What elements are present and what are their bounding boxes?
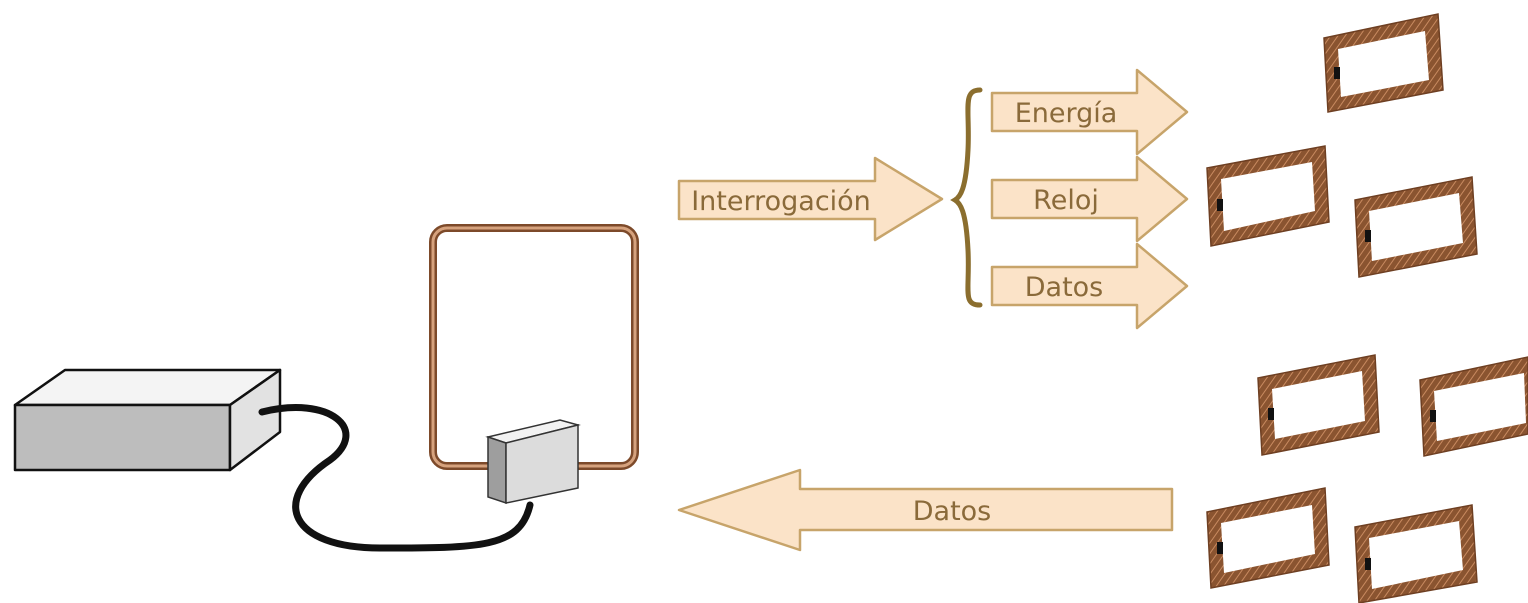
reader-front-face (13, 403, 232, 472)
rfid-tag (1206, 145, 1330, 247)
rfid-tag (1354, 176, 1478, 278)
energy-arrow: Energía (990, 68, 1189, 156)
rfid-tag (1323, 13, 1444, 113)
rfid-tag (1354, 504, 1478, 603)
clock-arrow: Reloj (990, 155, 1189, 243)
rfid-tag (1206, 487, 1330, 589)
energy-label: Energía (1015, 98, 1118, 129)
rfid-tag (1419, 356, 1528, 457)
data-return-arrow: Datos (677, 468, 1174, 552)
rfid-tag (1257, 354, 1380, 456)
reader-device (13, 368, 282, 472)
data-out-label: Datos (1025, 272, 1104, 303)
reader-side-face (228, 368, 282, 472)
interrogation-arrow: Interrogación (677, 156, 944, 242)
antenna-junction-box (485, 419, 581, 505)
data-out-arrow: Datos (990, 242, 1189, 330)
brace (950, 87, 983, 308)
data-return-label: Datos (913, 496, 992, 527)
clock-label: Reloj (1033, 185, 1099, 216)
interrogation-label: Interrogación (691, 186, 871, 217)
cable (258, 404, 534, 552)
